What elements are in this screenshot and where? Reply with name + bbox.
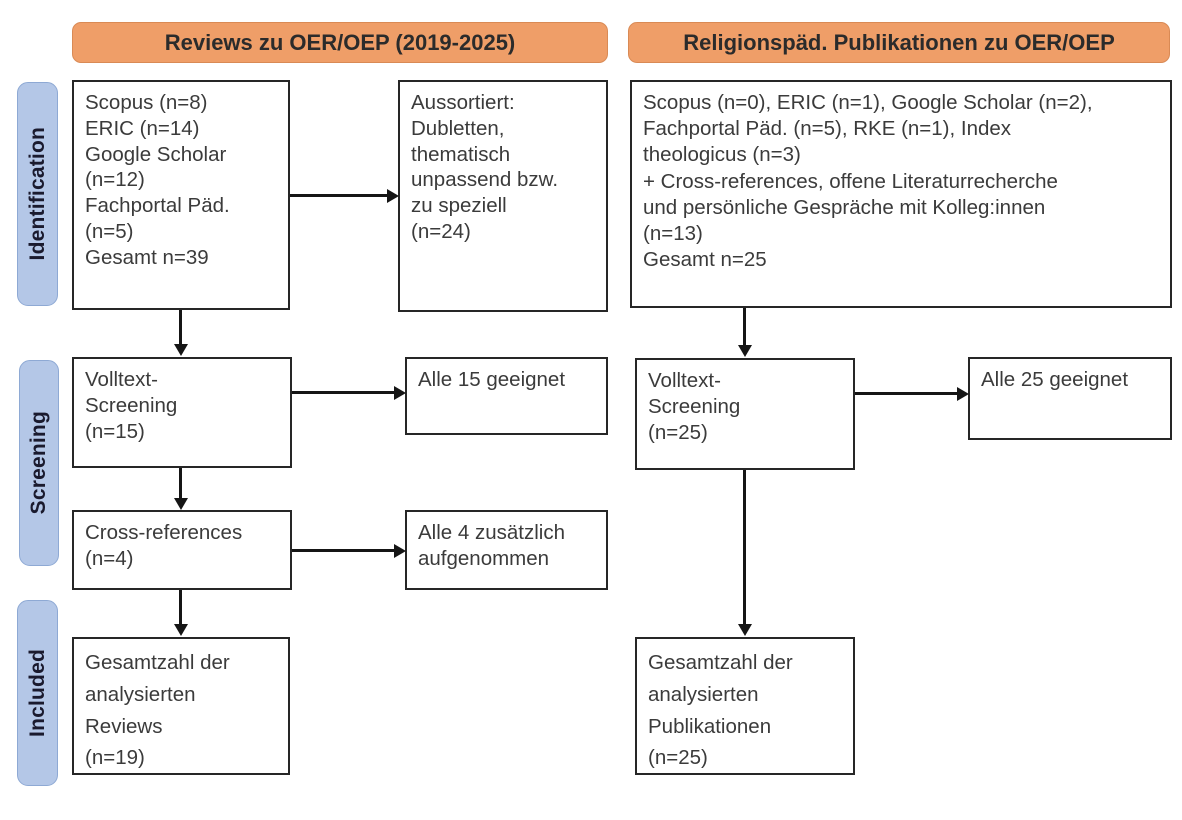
box-right-total-included: Gesamtzahl der analysierten Publikatione… [635, 637, 855, 775]
stage-pill-included: Included [17, 600, 58, 786]
arrowhead-left-sources-to-excluded [387, 189, 399, 203]
stage-pill-screening: Screening [19, 360, 59, 566]
box-left-sources-text: Scopus (n=8) ERIC (n=14) Google Scholar … [85, 91, 230, 269]
connector-left-crossrefs-to-total [179, 590, 182, 625]
arrowhead-right-fulltext-to-total [738, 624, 752, 636]
box-left-sources: Scopus (n=8) ERIC (n=14) Google Scholar … [72, 80, 290, 310]
column-header-reviews: Reviews zu OER/OEP (2019-2025) [72, 22, 608, 63]
box-right-total-included-text: Gesamtzahl der analysierten Publikatione… [648, 651, 793, 770]
arrowhead-left-fulltext-to-crossrefs [174, 498, 188, 510]
arrowhead-left-fulltext-to-suitable [394, 386, 406, 400]
connector-left-fulltext-to-crossrefs [179, 468, 182, 500]
box-left-total-included-text: Gesamtzahl der analysierten Reviews (n=1… [85, 651, 230, 770]
box-left-fulltext-screening-text: Volltext- Screening (n=15) [85, 368, 178, 443]
stage-label-screening: Screening [27, 411, 50, 515]
connector-right-sources-to-fulltext [743, 308, 746, 346]
arrowhead-left-crossrefs-to-total [174, 624, 188, 636]
arrowhead-right-fulltext-to-suitable [957, 387, 969, 401]
arrowhead-left-crossrefs-to-added [394, 544, 406, 558]
connector-left-fulltext-to-suitable [292, 391, 395, 394]
box-right-fulltext-screening: Volltext- Screening (n=25) [635, 358, 855, 470]
column-header-reviews-label: Reviews zu OER/OEP (2019-2025) [164, 29, 516, 55]
box-left-all-suitable: Alle 15 geeignet [405, 357, 608, 435]
arrowhead-right-sources-to-fulltext [738, 345, 752, 357]
column-header-publikationen-label: Religionspäd. Publikationen zu OER/OEP [683, 29, 1115, 55]
box-left-crossrefs-text: Cross-references (n=4) [85, 521, 243, 570]
box-left-fulltext-screening: Volltext- Screening (n=15) [72, 357, 292, 468]
connector-left-sources-to-excluded [290, 194, 388, 197]
arrowhead-left-sources-to-fulltext [174, 344, 188, 356]
box-right-fulltext-screening-text: Volltext- Screening (n=25) [648, 369, 741, 444]
column-header-publikationen: Religionspäd. Publikationen zu OER/OEP [628, 22, 1170, 63]
connector-left-crossrefs-to-added [292, 549, 395, 552]
box-left-crossrefs: Cross-references (n=4) [72, 510, 292, 590]
box-right-all-suitable-text: Alle 25 geeignet [981, 368, 1129, 391]
stage-pill-identification: Identification [17, 82, 58, 306]
box-left-excluded: Aussortiert: Dubletten, thematisch unpas… [398, 80, 608, 312]
connector-left-sources-to-fulltext [179, 310, 182, 345]
box-right-all-suitable: Alle 25 geeignet [968, 357, 1172, 440]
box-left-total-included: Gesamtzahl der analysierten Reviews (n=1… [72, 637, 290, 775]
box-right-sources: Scopus (n=0), ERIC (n=1), Google Scholar… [630, 80, 1172, 308]
box-left-all-suitable-text: Alle 15 geeignet [418, 368, 566, 391]
box-left-all-added: Alle 4 zusätzlich aufgenommen [405, 510, 608, 590]
stage-label-included: Included [25, 649, 49, 737]
stage-label-identification: Identification [25, 127, 49, 261]
connector-right-fulltext-to-total [743, 470, 746, 625]
connector-right-fulltext-to-suitable [855, 392, 958, 395]
box-left-all-added-text: Alle 4 zusätzlich aufgenommen [418, 521, 565, 570]
box-right-sources-text: Scopus (n=0), ERIC (n=1), Google Scholar… [643, 91, 1093, 272]
box-left-excluded-text: Aussortiert: Dubletten, thematisch unpas… [411, 91, 559, 244]
